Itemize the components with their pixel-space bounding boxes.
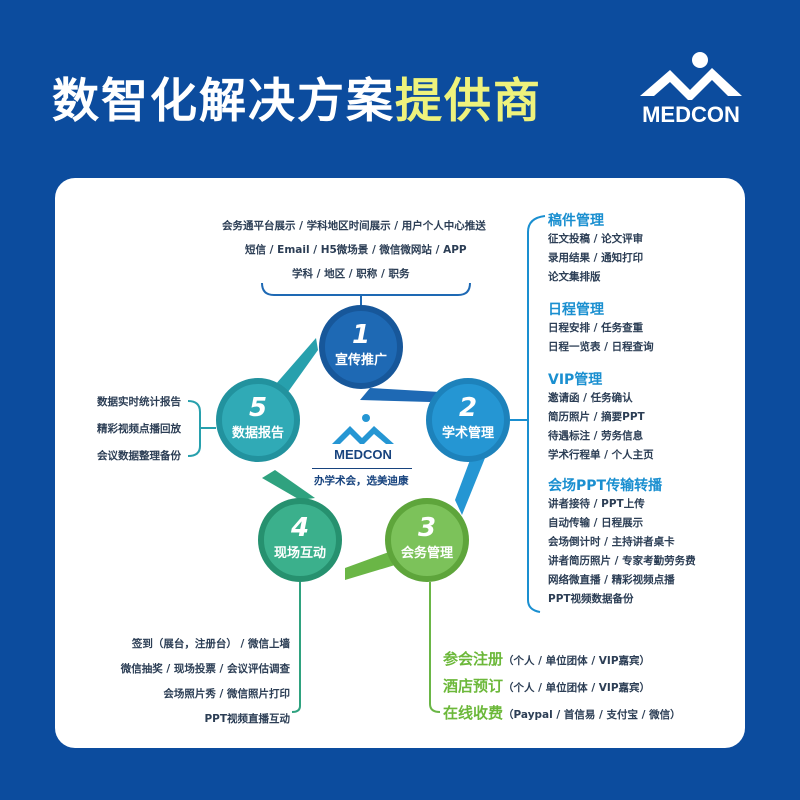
item: 自动传输 / 日程展示 <box>548 517 644 529</box>
step-number: 2 <box>458 393 478 423</box>
item: 日程安排 / 任务查重 <box>548 322 644 334</box>
page-title: 数智化解决方案提供商 <box>52 62 542 131</box>
item: 讲者接待 / PPT上传 <box>548 498 645 510</box>
item: 网络微直播 / 精彩视频点播 <box>548 574 675 586</box>
step-4-circle: 4 现场互动 <box>258 498 342 582</box>
affair-item: 参会注册（个人 / 单位团体 / VIP嘉宾） <box>443 647 681 674</box>
item: 待遇标注 / 劳务信息 <box>548 430 644 442</box>
step-label: 数据报告 <box>231 426 284 441</box>
step-number: 5 <box>248 393 268 423</box>
affair-detail: （个人 / 单位团体 / VIP嘉宾） <box>503 655 651 667</box>
report-item: 精彩视频点播回放 <box>97 423 181 435</box>
center-logo: MEDCON <box>318 414 408 464</box>
step-label: 学术管理 <box>441 426 494 441</box>
affair-detail: （个人 / 单位团体 / VIP嘉宾） <box>503 682 651 694</box>
item: PPT视频直播互动 <box>204 713 290 725</box>
item: 会场照片秀 / 微信照片打印 <box>163 688 290 700</box>
title-highlight: 提供商 <box>395 74 542 129</box>
academic-section: 稿件管理 征文投稿 / 论文评审 录用结果 / 通知打印 论文集排版 日程管理 … <box>548 210 696 609</box>
interaction-list: 签到（展台，注册台） / 微信上墙 微信抽奖 / 现场投票 / 会议评估调查 会… <box>121 632 290 732</box>
svg-text:MEDCON: MEDCON <box>334 447 392 460</box>
section-title: 日程管理 <box>548 302 604 318</box>
section-title: 稿件管理 <box>548 213 604 229</box>
affair-detail: （Paypal / 首信易 / 支付宝 / 微信） <box>503 709 681 721</box>
step-label: 会务管理 <box>400 546 453 561</box>
step-5-circle: 5 数据报告 <box>216 378 300 462</box>
affair-item: 酒店预订（个人 / 单位团体 / VIP嘉宾） <box>443 674 681 701</box>
item: 会场倒计时 / 主持讲者桌卡 <box>548 536 675 548</box>
affair-title: 在线收费 <box>443 704 504 722</box>
section-title: VIP管理 <box>548 372 603 388</box>
promo-line: 学科 / 地区 / 职称 / 职务 <box>292 268 410 280</box>
item: 论文集排版 <box>548 271 601 283</box>
promo-line: 短信 / Email / H5微场景 / 微信微网站 / APP <box>245 244 467 256</box>
section-title: 会场PPT传输转播 <box>548 478 663 494</box>
item: 讲者简历照片 / 专家考勤劳务费 <box>548 555 696 567</box>
report-item: 数据实时统计报告 <box>97 396 181 408</box>
step-number: 1 <box>351 320 371 350</box>
report-item: 会议数据整理备份 <box>97 450 181 462</box>
item: 简历照片 / 摘要PPT <box>548 411 645 423</box>
affairs-list: 参会注册（个人 / 单位团体 / VIP嘉宾） 酒店预订（个人 / 单位团体 /… <box>443 647 681 728</box>
title-main: 数智化解决方案 <box>52 74 395 129</box>
svg-text:MEDCON: MEDCON <box>642 102 740 126</box>
item: 日程一览表 / 日程查询 <box>548 341 654 353</box>
affair-title: 参会注册 <box>443 650 504 668</box>
step-number: 4 <box>290 513 310 543</box>
content-card <box>55 178 745 748</box>
affair-item: 在线收费（Paypal / 首信易 / 支付宝 / 微信） <box>443 701 681 728</box>
step-number: 3 <box>417 513 437 543</box>
item: 微信抽奖 / 现场投票 / 会议评估调查 <box>120 663 290 675</box>
step-1-circle: 1 宣传推广 <box>319 305 403 389</box>
item: 学术行程单 / 个人主页 <box>548 449 654 461</box>
step-label: 宣传推广 <box>334 353 387 368</box>
medcon-logo: MEDCON <box>632 48 750 127</box>
step-3-circle: 3 会务管理 <box>385 498 469 582</box>
item: 征文投稿 / 论文评审 <box>548 233 644 245</box>
item: 邀请函 / 任务确认 <box>548 392 633 404</box>
item: 录用结果 / 通知打印 <box>548 252 644 264</box>
promo-line: 会务通平台展示 / 学科地区时间展示 / 用户个人中心推送 <box>222 220 486 232</box>
affair-title: 酒店预订 <box>443 677 504 695</box>
step-2-circle: 2 学术管理 <box>426 378 510 462</box>
item: 签到（展台，注册台） / 微信上墙 <box>131 638 290 650</box>
item: PPT视频数据备份 <box>548 593 634 605</box>
step-label: 现场互动 <box>273 546 326 561</box>
slogan: 办学术会，选美迪康 <box>314 475 409 487</box>
